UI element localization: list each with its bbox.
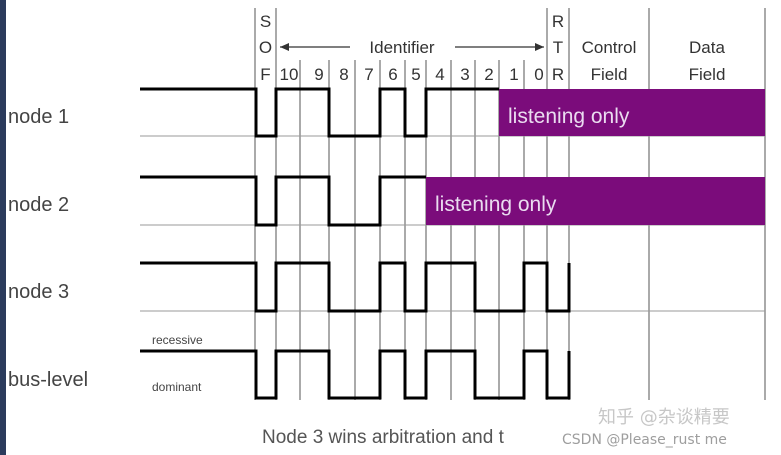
header: S O F Identifier R T R Control Field Dat…: [259, 12, 726, 84]
data-field-line1: Data: [689, 38, 725, 57]
watermark-csdn: CSDN @Please_rust me: [562, 432, 727, 448]
bit-label-4: 4: [435, 65, 444, 84]
data-field-line2: Field: [689, 65, 726, 84]
waveforms: [140, 87, 571, 400]
control-field-line2: Field: [591, 65, 628, 84]
node2-waveform: [140, 175, 426, 227]
control-field-line1: Control: [582, 38, 637, 57]
node2-listening-text: listening only: [435, 193, 557, 216]
row-label-bus: bus-level: [8, 369, 88, 391]
bit-label-5: 5: [411, 65, 420, 84]
row-label-node1: node 1: [8, 106, 69, 128]
node2-listening-overlay: [426, 177, 765, 225]
node1-waveform: [140, 87, 499, 138]
bit-label-10: 10: [280, 65, 299, 84]
watermark-zhihu: 知乎 @杂谈精要: [598, 407, 730, 428]
recessive-label: recessive: [152, 333, 203, 347]
identifier-label: Identifier: [369, 38, 435, 57]
bit-label-3: 3: [460, 65, 469, 84]
bit-label-2: 2: [484, 65, 493, 84]
row-label-node2: node 2: [8, 194, 69, 216]
node3-waveform: [140, 261, 571, 313]
bit-label-8: 8: [339, 65, 348, 84]
sof-letter-f: F: [260, 65, 270, 84]
node1-listening-overlay: [499, 89, 765, 136]
bit-label-1: 1: [509, 65, 518, 84]
sof-letter-o: O: [259, 38, 272, 57]
bit-label-0: 0: [534, 65, 543, 84]
rtr-letter-t: T: [553, 38, 563, 57]
bit-label-9: 9: [314, 65, 323, 84]
dominant-label: dominant: [152, 380, 202, 394]
bit-label-6: 6: [388, 65, 397, 84]
rtr-letter-r2: R: [552, 65, 564, 84]
bit-label-7: 7: [364, 65, 373, 84]
sof-letter-s: S: [260, 12, 271, 31]
row-label-node3: node 3: [8, 281, 69, 303]
bus-waveform: [140, 349, 571, 400]
rtr-letter-r: R: [552, 12, 564, 31]
node1-listening-text: listening only: [508, 105, 630, 128]
left-frame-bar: [0, 0, 6, 455]
caption: Node 3 wins arbitration and t: [262, 427, 505, 448]
